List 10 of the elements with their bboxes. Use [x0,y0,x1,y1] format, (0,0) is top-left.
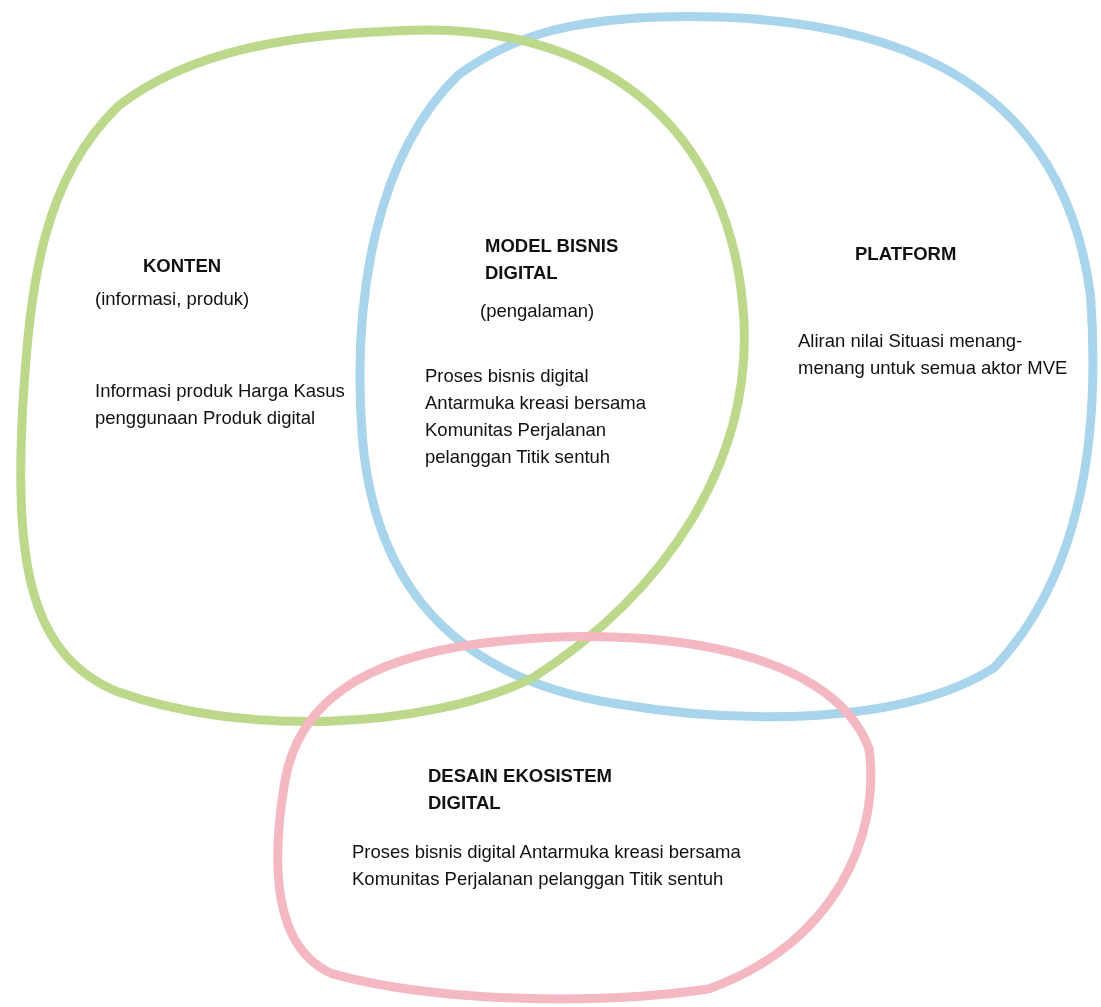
set-description: Informasi produk Harga Kasus penggunaan Produk digital [95,379,346,430]
set-title: KONTEN [143,254,223,278]
overlap-subtitle: (pengalaman) [480,299,596,323]
set-description: Proses bisnis digital Antarmuka kreasi bersama Komunitas Perjalanan pelanggan Titik sentuh [352,840,742,891]
overlap-description: Proses bisnis digital Antarmuka kreasi bersama Komunitas Perjalanan pelanggan Titik sentuh [425,364,648,469]
set-title: DESAIN EKOSISTEM DIGITAL [428,764,613,815]
set-subtitle: (informasi, produk) [95,287,251,311]
set-description: Aliran nilai Situasi menang-menang untuk semua aktor MVE [798,329,1068,380]
overlap-title: MODEL BISNIS DIGITAL [485,234,620,285]
set-title: PLATFORM [855,242,958,266]
